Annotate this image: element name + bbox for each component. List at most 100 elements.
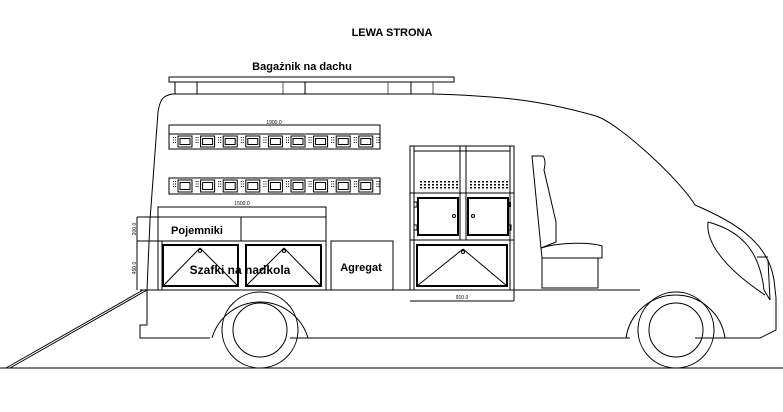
vent-hole [506,187,508,189]
shelf-bin [331,179,351,193]
vent-hole [478,184,480,186]
vent-hole [456,181,458,183]
lower-shelf-dimension: 1500.0 [234,201,250,207]
vent-hole [456,184,458,186]
drawing-title: LEWA STRONA [352,27,433,39]
shelf-bin [173,135,193,148]
shelf-bin [353,135,374,148]
vent-hole [498,184,500,186]
vent-hole [506,181,508,183]
shelf-bin [263,179,283,193]
vent-hole [474,187,476,189]
shelf-bin [308,135,329,148]
vent-hole [440,184,442,186]
wheel-arch-cabinets: Szafki na nadkola [157,240,327,291]
generator: Agregat [330,240,394,291]
shelf-bin [286,179,306,193]
vent-hole [478,187,480,189]
roof-rack: Bagażnik na dachu [168,61,455,95]
vent-hole [482,184,484,186]
vent-hole [482,181,484,183]
cabinets-label: Szafki na nadkola [190,263,291,277]
vent-hole [490,181,492,183]
vent-hole [494,187,496,189]
vent-hole [502,184,504,186]
vent-hole [474,184,476,186]
vent-hole [490,187,492,189]
cabinet-unit: 910.0 [409,145,515,302]
vent-hole [436,181,438,183]
containers-block: Pojemniki 200.0 450.0 [132,206,327,290]
ramp-line-1 [5,289,144,369]
shelf-bin [286,135,306,148]
vent-hole [452,184,454,186]
vent-hole [498,181,500,183]
shelf-bin [218,135,238,148]
vent-hole [494,184,496,186]
vent-hole [444,184,446,186]
vent-hole [506,184,508,186]
containers-label: Pojemniki [171,225,223,237]
vent-hole [440,187,442,189]
ramp-line-2 [9,289,148,369]
vent-hole [502,187,504,189]
shelf-bin [173,179,193,193]
vent-hole [494,181,496,183]
vent-hole [424,181,426,183]
vent-hole [498,187,500,189]
vent-hole [448,181,450,183]
shelf-bin [240,135,261,148]
vent-hole [440,181,442,183]
cabinet-unit-dimension: 910.0 [456,295,469,301]
vent-hole [436,187,438,189]
vent-hole [424,187,426,189]
containers-height-dimension: 200.0 [132,223,138,236]
front-wheel [625,291,726,369]
vent-hole [474,181,476,183]
vent-hole [486,184,488,186]
vent-hole [444,181,446,183]
shelf-bin [195,135,216,148]
shelf-bin [331,135,351,148]
vent-hole [420,187,422,189]
vent-hole [424,184,426,186]
vent-hole [486,187,488,189]
vent-hole [448,187,450,189]
vent-hole [470,187,472,189]
vent-hole [470,181,472,183]
vent-hole [490,184,492,186]
vent-hole [436,184,438,186]
vent-hole [432,181,434,183]
shelf-bin [353,179,374,193]
vent-hole [428,187,430,189]
upper-shelf-dimension: 1900.0 [266,120,282,126]
upper-shelf: 1900.0 [168,120,381,150]
ground [0,289,783,369]
shelf-bin [218,179,238,193]
shelf-bin [240,179,261,193]
vent-hole [428,184,430,186]
roof-rack-label: Bagażnik na dachu [252,61,352,73]
vent-hole [428,181,430,183]
vent-hole [432,184,434,186]
vent-hole [478,181,480,183]
rear-wheel [211,291,309,369]
vent-hole [448,184,450,186]
shelf-bin [308,179,329,193]
vent-hole [420,184,422,186]
shelf-bin [195,179,216,193]
vent-hole [452,181,454,183]
vent-hole [486,181,488,183]
roof-rack-bar [168,76,455,83]
vent-hole [432,187,434,189]
vent-hole [444,187,446,189]
vent-hole [470,184,472,186]
seat [531,155,603,289]
generator-label: Agregat [340,262,382,274]
vent-hole [456,187,458,189]
vent-hole [502,181,504,183]
lower-shelf: 1500.0 [168,177,381,207]
shelf-bin [263,135,283,148]
